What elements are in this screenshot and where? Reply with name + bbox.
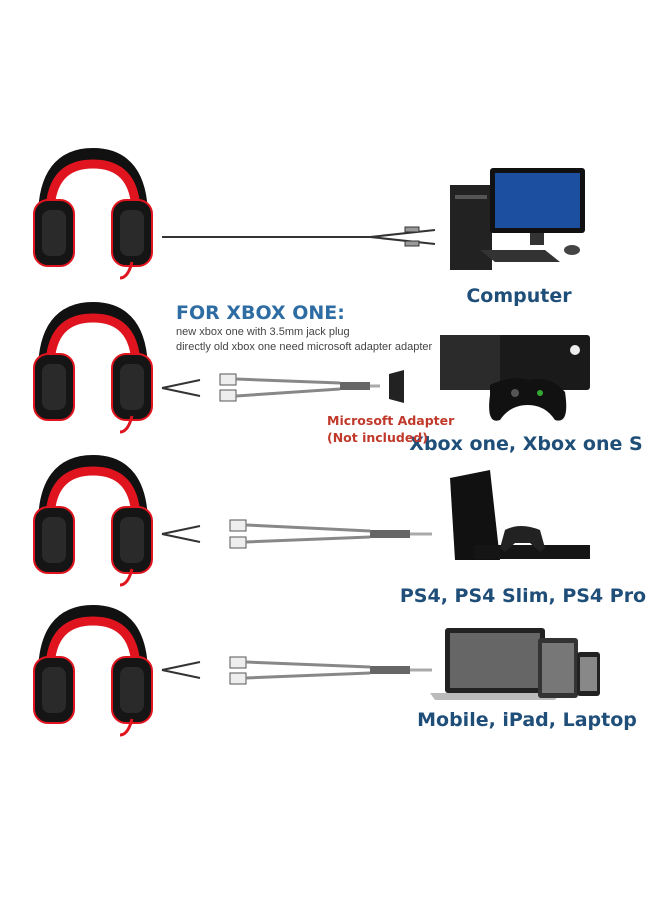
adapter-note-line1: Microsoft Adapter — [327, 413, 455, 428]
headset-image — [28, 301, 158, 434]
ps4-image — [450, 470, 590, 560]
ps4-cable — [161, 519, 432, 549]
xbox-cable — [161, 370, 404, 403]
xbox-one-image — [440, 335, 590, 421]
mobile-cable — [161, 656, 432, 685]
devices-image — [430, 628, 600, 700]
adapter-note-line2: (Not included) — [327, 430, 428, 445]
headset-image — [28, 454, 158, 587]
xbox-note-line2: directly old xbox one need microsoft ada… — [176, 341, 433, 353]
device-label-ps4: PS4, PS4 Slim, PS4 Pro — [399, 585, 647, 607]
xbox-note-line1: new xbox one with 3.5mm jack plug — [176, 326, 350, 338]
computer-image — [450, 168, 585, 270]
headset-image — [28, 147, 158, 280]
device-label-xbox: Xbox one, Xbox one S — [409, 433, 643, 455]
device-label-mobile: Mobile, iPad, Laptop — [417, 709, 637, 731]
xbox-note-title: FOR XBOX ONE: — [176, 302, 345, 324]
device-label-computer: Computer — [466, 285, 572, 307]
headset-image — [28, 604, 158, 737]
computer-cable — [162, 226, 436, 247]
